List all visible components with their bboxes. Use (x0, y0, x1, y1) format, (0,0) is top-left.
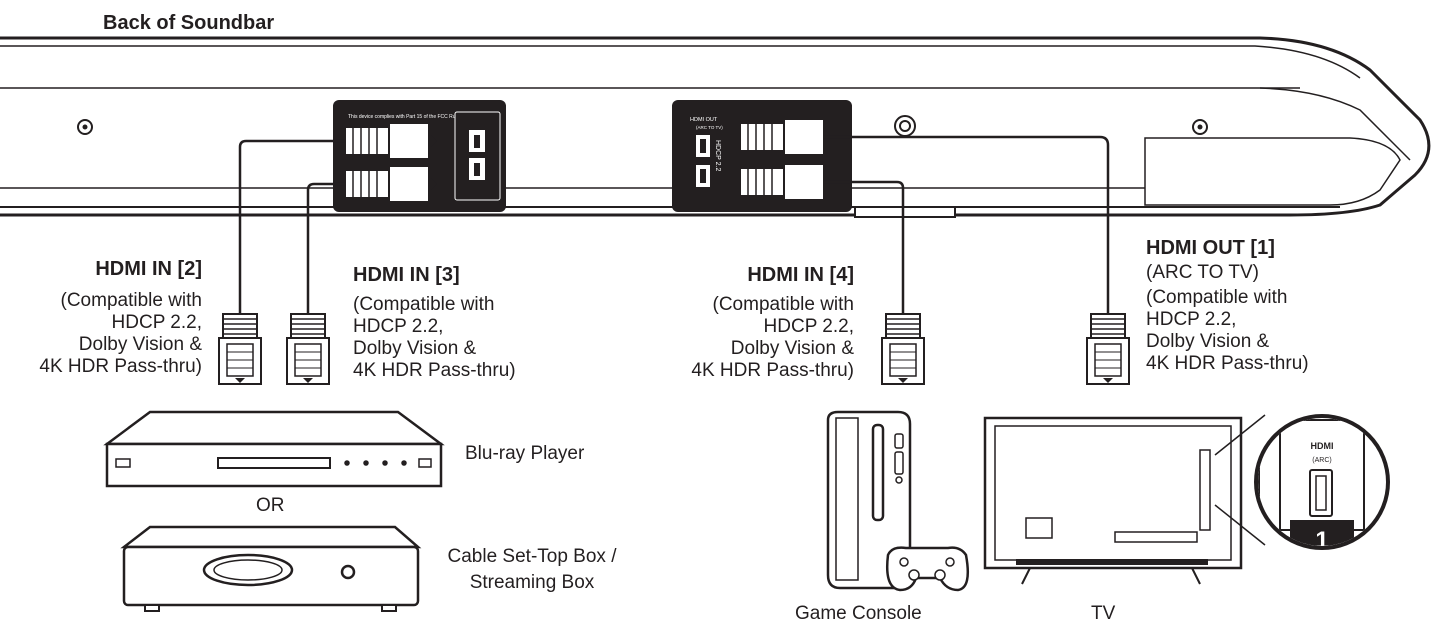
svg-text:1: 1 (1315, 527, 1328, 554)
arc-to-tv-label: (ARC TO TV) (696, 125, 723, 130)
hdmi-in-2-label: HDMI IN [2] (Compatible with HDCP 2.2, D… (39, 258, 202, 378)
port-name: HDMI OUT [1] (1146, 237, 1275, 259)
set-top-box-label-line: Streaming Box (469, 572, 595, 593)
hdmi-in-4-label: HDMI IN [4] (Compatible with HDCP 2.2, D… (691, 264, 854, 382)
hdmi-out-label: HDMI OUT (690, 117, 718, 123)
tv-hdmi-port-zoom: 1 HDMI (ARC) (1254, 414, 1390, 554)
tv-label: TV (1091, 603, 1116, 624)
port-name: HDMI IN [3] (353, 264, 460, 286)
diagram-title: Back of Soundbar (103, 12, 275, 34)
port-desc-line: (Compatible with (353, 294, 495, 315)
port-desc-line: 4K HDR Pass-thru) (39, 356, 202, 377)
hdmi-plug-icon (218, 313, 262, 385)
hdmi-cables (238, 135, 1110, 314)
bluray-label: Blu-ray Player (465, 443, 585, 464)
port-name: HDMI IN [4] (747, 264, 854, 286)
fcc-notice: This device complies with Part 15 of the… (348, 114, 463, 120)
hdcp-label: HDCP 2.2 (714, 140, 721, 171)
port-desc-line: HDCP 2.2, (763, 316, 854, 337)
tv-icon (983, 414, 1266, 585)
port-desc-line: Dolby Vision & (1146, 331, 1270, 352)
hdmi-in-3-label: HDMI IN [3] (Compatible with HDCP 2.2, D… (353, 264, 516, 382)
hdmi-plug-icon (286, 313, 330, 385)
port-desc-line: HDCP 2.2, (111, 312, 202, 333)
port-desc-line: (Compatible with (60, 290, 203, 311)
hdmi-port-label: HDMI (1311, 441, 1334, 451)
hdmi-panel-right: HDMI OUT (ARC TO TV) HDCP 2.2 (672, 100, 852, 212)
set-top-box-label-line: Cable Set-Top Box / (447, 546, 617, 567)
port-desc-line: HDCP 2.2, (1146, 309, 1237, 330)
hdmi-panel-left: This device complies with Part 15 of the… (333, 100, 506, 212)
port-desc-line: Dolby Vision & (730, 338, 854, 359)
or-label: OR (256, 495, 285, 516)
port-desc-line: 4K HDR Pass-thru) (691, 360, 854, 381)
port-desc-line: (Compatible with (712, 294, 855, 315)
game-console-icon (826, 410, 969, 592)
arc-port-label: (ARC) (1312, 457, 1331, 464)
hdmi-plug-icon (881, 313, 925, 385)
port-desc-line: Dolby Vision & (78, 334, 202, 355)
port-desc-line: Dolby Vision & (353, 338, 477, 359)
screw-hole-icon (77, 119, 93, 135)
set-top-box-label: Cable Set-Top Box / Streaming Box (438, 546, 626, 594)
bluray-player-icon (103, 410, 445, 488)
port-sub-label: (ARC TO TV) (1146, 262, 1259, 283)
port-name: HDMI IN [2] (95, 258, 202, 280)
port-desc-line: HDCP 2.2, (353, 316, 444, 337)
port-desc-line: (Compatible with (1146, 287, 1288, 308)
port-desc-line: 4K HDR Pass-thru) (353, 360, 516, 381)
game-console-label: Game Console (795, 603, 922, 624)
hdmi-out-1-label: HDMI OUT [1] (ARC TO TV) (Compatible wit… (1146, 237, 1309, 375)
port-desc-line: 4K HDR Pass-thru) (1146, 353, 1309, 374)
hdmi-plug-icon (1086, 313, 1130, 385)
set-top-box-icon (120, 525, 422, 612)
screw-hole-icon (1192, 119, 1208, 135)
